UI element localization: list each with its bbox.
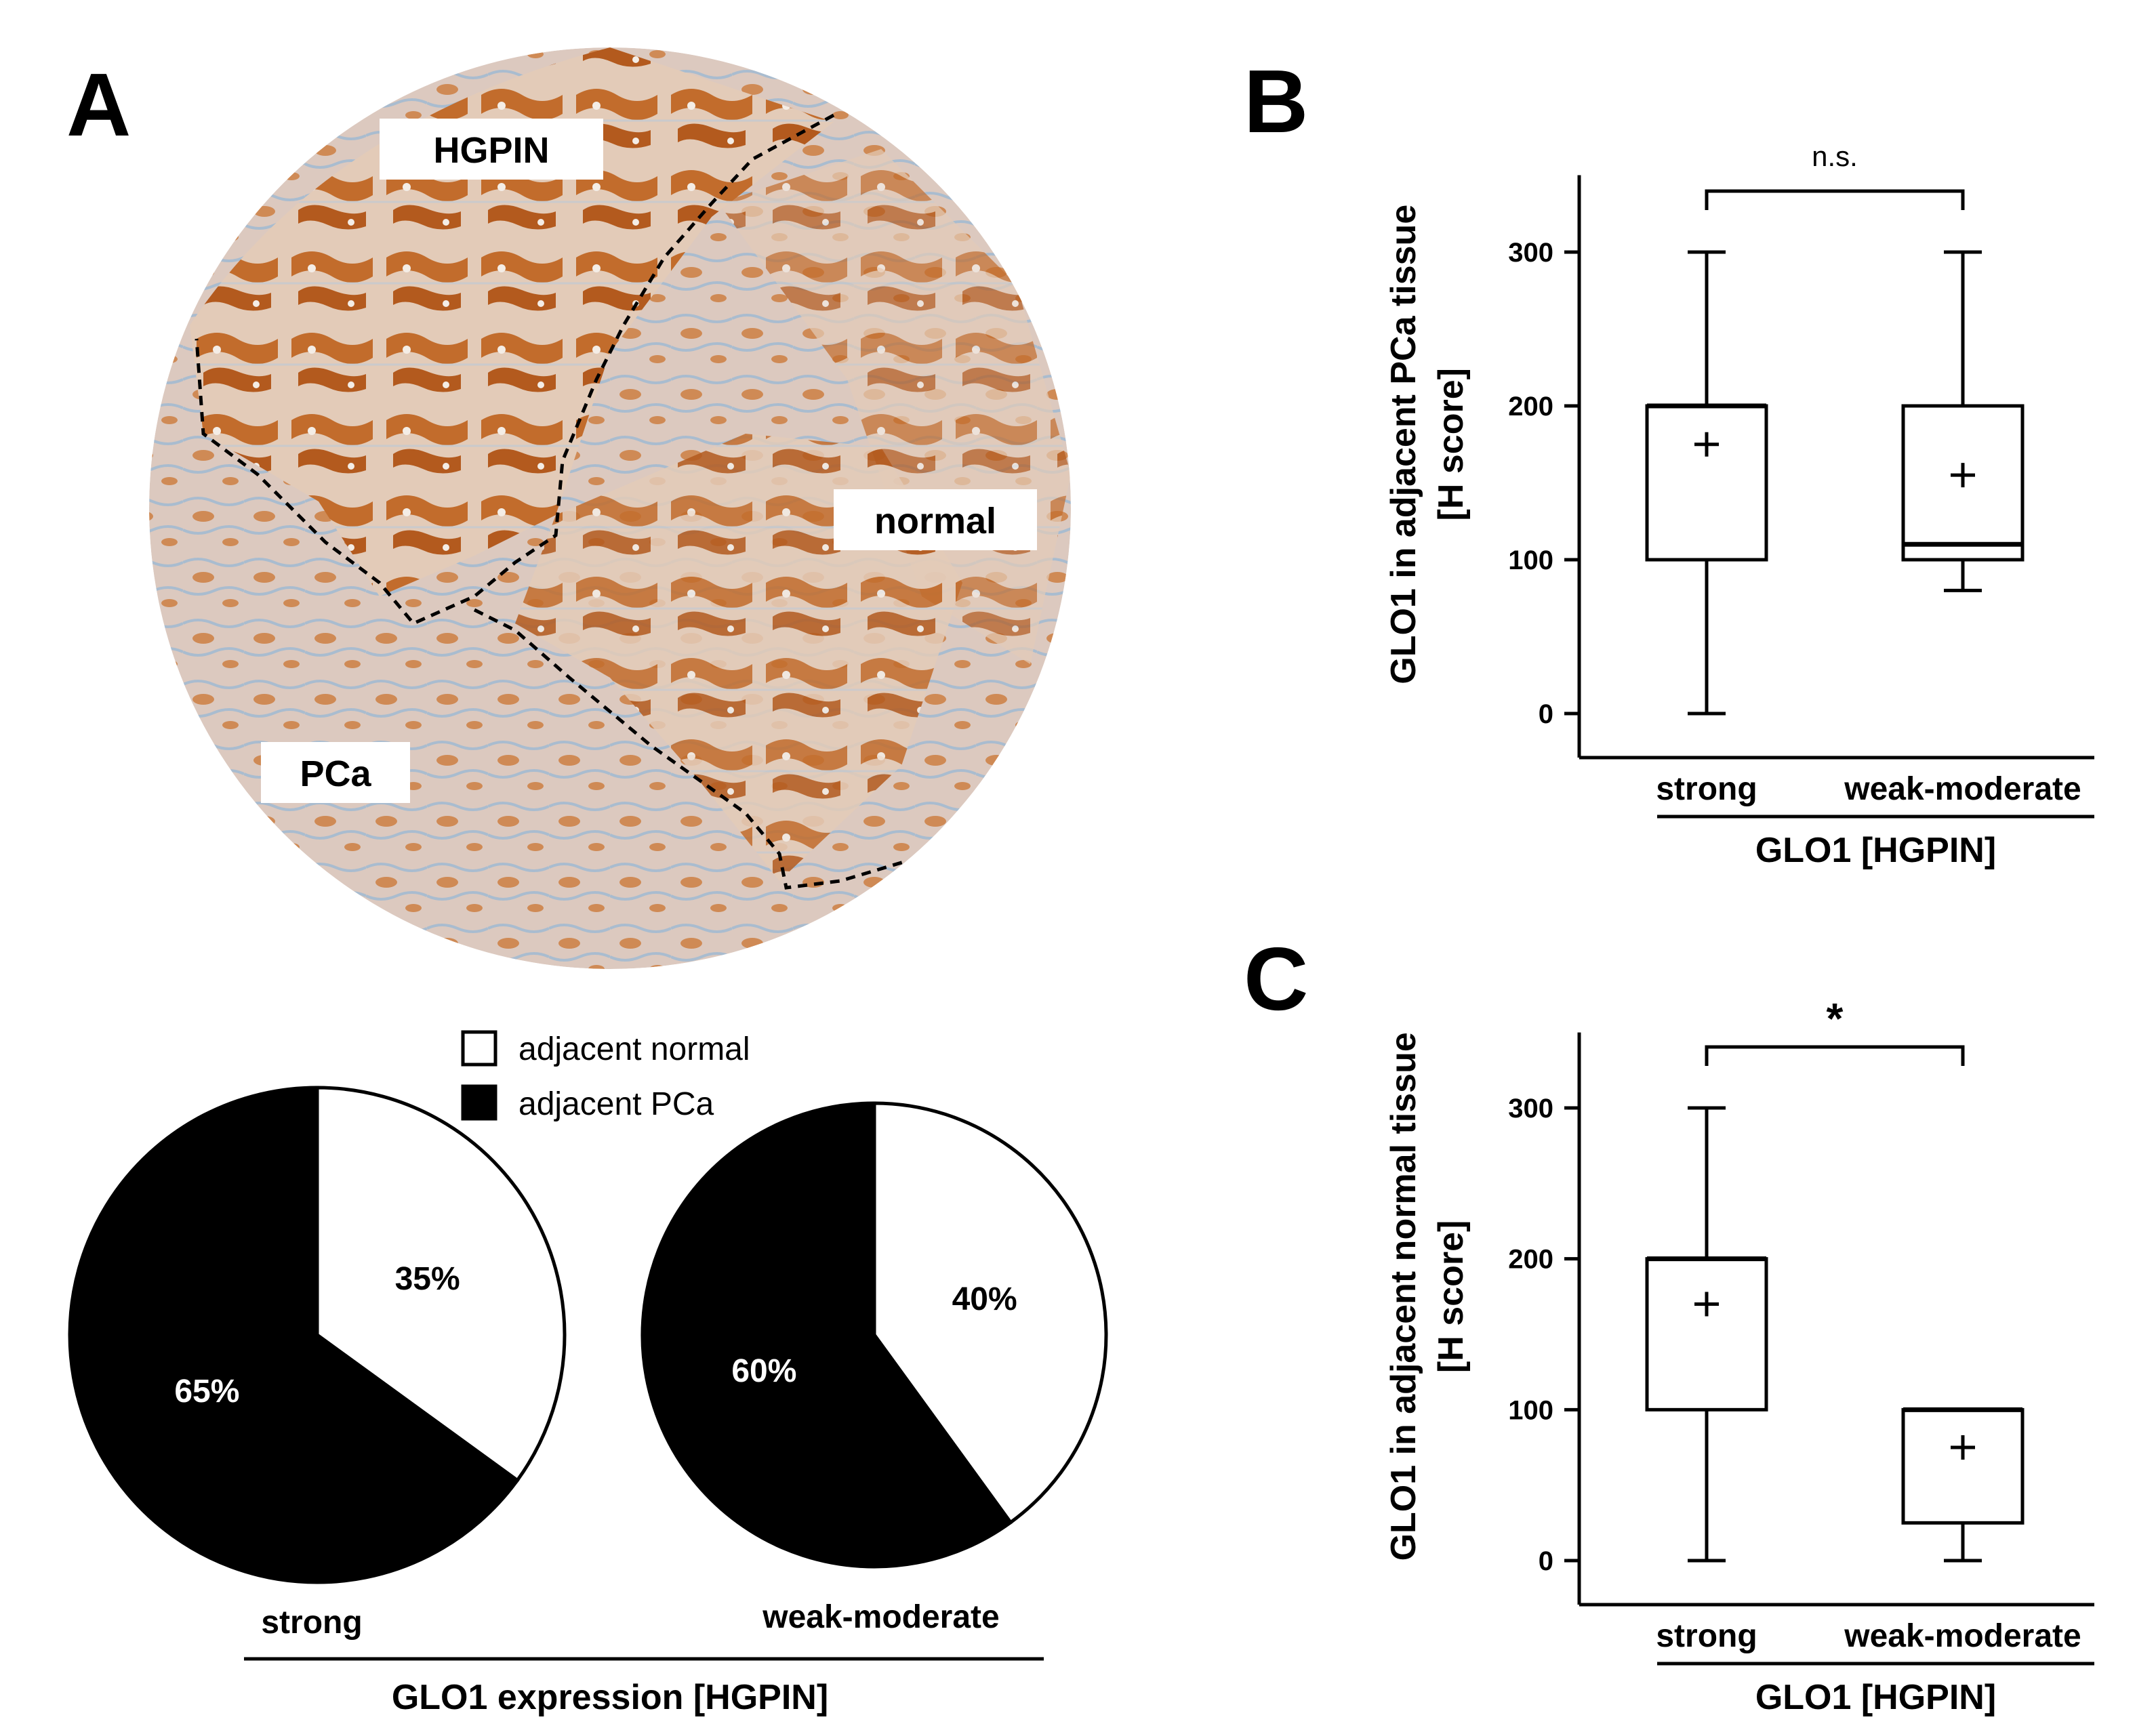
legend-label-pca: adjacent PCa — [518, 1086, 714, 1122]
significance-bracket — [1705, 189, 1965, 210]
y-tick-label: 100 — [1508, 1395, 1553, 1425]
pie-legend: adjacent normal adjacent PCa — [461, 1030, 750, 1122]
pie-group-title: GLO1 expression [HGPIN] — [392, 1678, 828, 1717]
pie-slice-adjacent-pca — [640, 1101, 1013, 1569]
y-tick-label: 300 — [1508, 238, 1553, 268]
box-iqr — [1645, 1257, 1768, 1412]
pca-boundary — [473, 608, 909, 890]
x-axis-title: GLO1 [HGPIN] — [1755, 1678, 1996, 1717]
y-axis-unit: [H score] — [1431, 1220, 1471, 1373]
hgpin-label-box — [380, 119, 603, 180]
panel-a-letter: A — [66, 55, 131, 155]
hgpin-label: HGPIN — [433, 130, 549, 171]
y-tick-label: 100 — [1508, 545, 1553, 575]
x-category-label: weak-moderate — [1844, 771, 2081, 807]
box-iqr — [1645, 404, 1768, 562]
pie-slice-adjacent-normal — [315, 1086, 567, 1483]
x-axis-title: GLO1 [HGPIN] — [1755, 831, 1996, 870]
panel-b-letter: B — [1244, 52, 1308, 151]
pie-slice-label: 35% — [395, 1261, 460, 1297]
pie-caption-weak-moderate: weak-moderate — [762, 1599, 999, 1635]
pie-caption-strong: strong — [261, 1605, 362, 1641]
y-tick-label: 0 — [1539, 699, 1553, 729]
x-category-label: strong — [1656, 771, 1757, 807]
y-tick-label: 200 — [1508, 1245, 1553, 1275]
boxplot-c: 0 100 200 300 GLO1 in adjacent normal tissue… — [1384, 994, 2094, 1717]
y-tick-label: 300 — [1508, 1094, 1553, 1124]
pie-slice-label: 40% — [952, 1281, 1017, 1317]
pie-slice-label: 60% — [731, 1353, 796, 1389]
pca-label: PCa — [300, 754, 371, 794]
significance-bracket — [1705, 1045, 1965, 1066]
legend-swatch-normal — [461, 1030, 497, 1067]
y-axis-unit: [H score] — [1431, 368, 1471, 520]
box-iqr — [1901, 1407, 2025, 1525]
significance-label: * — [1827, 994, 1844, 1043]
y-axis-title: GLO1 in adjacent normal tissue — [1384, 1032, 1423, 1561]
boxplot-b: 0 100 200 300 GLO1 in adjacent PCa tissue[H … — [1384, 140, 2094, 870]
x-category-label: strong — [1656, 1618, 1757, 1654]
y-tick-label: 200 — [1508, 392, 1553, 421]
normal-label-box — [834, 489, 1037, 550]
x-category-label: weak-moderate — [1844, 1618, 2081, 1654]
y-tick-label: 0 — [1539, 1546, 1553, 1576]
hgpin-boundary — [195, 113, 835, 626]
normal-label: normal — [874, 501, 996, 541]
legend-swatch-pca — [461, 1084, 497, 1121]
significance-label: n.s. — [1812, 140, 1858, 172]
y-axis-title: GLO1 in adjacent PCa tissue — [1384, 205, 1423, 684]
pie-chart-weak-moderate: 40% 60% — [640, 1101, 1108, 1569]
pie-slice-label: 65% — [174, 1374, 239, 1409]
panel-c-letter: C — [1244, 929, 1308, 1029]
pca-label-box — [261, 742, 410, 803]
pie-slice-adjacent-pca — [68, 1086, 520, 1584]
pie-chart-strong: 35% 65% — [68, 1086, 567, 1584]
legend-label-normal: adjacent normal — [518, 1031, 750, 1067]
pie-slice-adjacent-normal — [872, 1101, 1108, 1525]
